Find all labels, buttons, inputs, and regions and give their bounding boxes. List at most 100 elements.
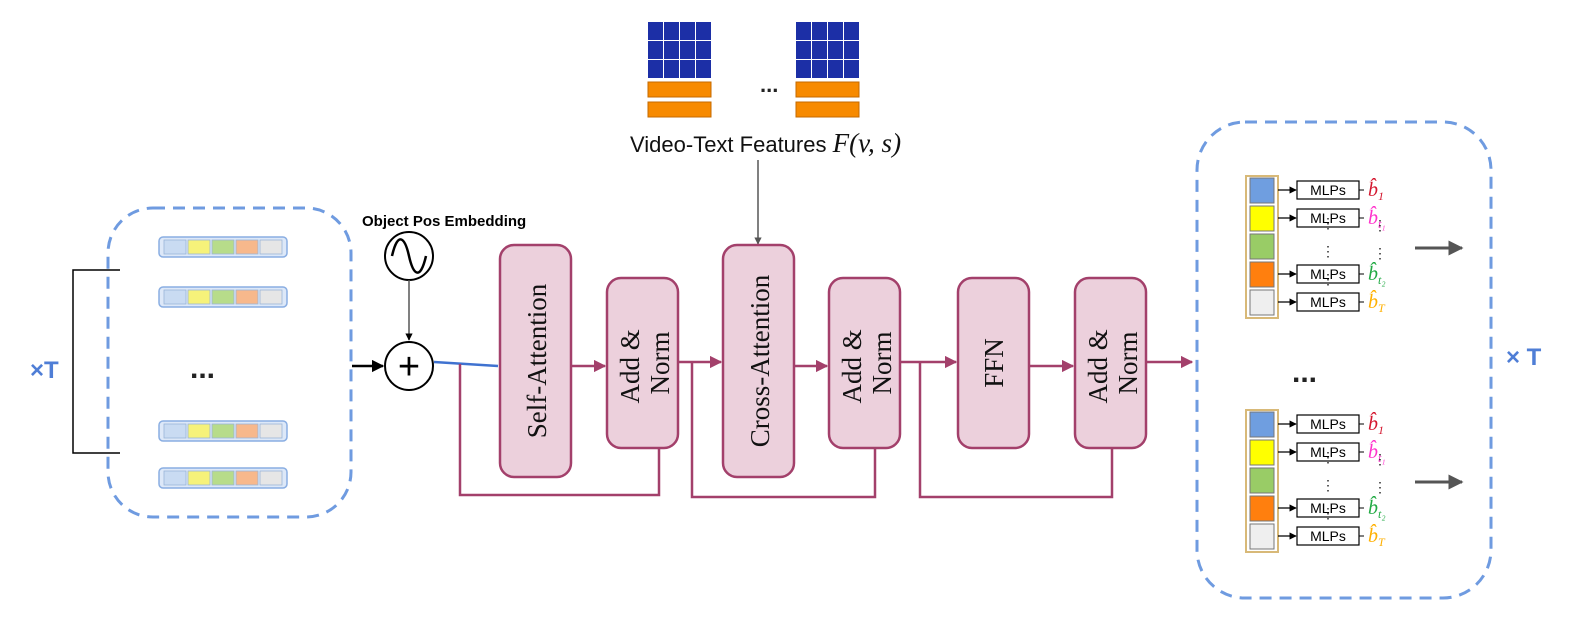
box-prediction-label: b̂T bbox=[1368, 523, 1386, 549]
ffn-block[interactable] bbox=[956, 276, 1031, 450]
query-token bbox=[259, 289, 283, 305]
query-token bbox=[211, 423, 235, 439]
mlp-label: MLPs bbox=[1310, 416, 1346, 432]
query-token bbox=[235, 470, 259, 486]
cross-attention-label: Cross-Attention bbox=[745, 274, 775, 447]
vertical-dots: ⋮ bbox=[1321, 505, 1335, 521]
query-token bbox=[163, 289, 187, 305]
self-attention-block[interactable] bbox=[498, 243, 573, 479]
add-norm-2-label: Add & Norm bbox=[837, 323, 897, 404]
pos-embedding-group: Object Pos Embedding + bbox=[352, 213, 526, 391]
add-norm-1-line1: Add & bbox=[615, 329, 645, 403]
output-token bbox=[1249, 495, 1275, 522]
text-feature-bar bbox=[647, 81, 712, 98]
query-token bbox=[163, 423, 187, 439]
mlp-label: MLPs bbox=[1310, 528, 1346, 544]
feature-grid bbox=[647, 22, 712, 118]
query-token bbox=[259, 423, 283, 439]
query-token bbox=[163, 239, 187, 255]
box-prediction-label: b̂T bbox=[1368, 289, 1386, 315]
input-repeat-label: ×T bbox=[30, 357, 59, 384]
output-token bbox=[1249, 233, 1275, 260]
output-token bbox=[1249, 467, 1275, 494]
output-ellipsis: ... bbox=[1292, 356, 1317, 389]
vertical-dots: ⋮ bbox=[1373, 217, 1387, 233]
mlp-label: MLPs bbox=[1310, 294, 1346, 310]
decoder-blocks: Self-Attention Add & Norm Cross-Attentio… bbox=[498, 243, 1148, 479]
vertical-dots: ⋮ bbox=[1321, 243, 1335, 259]
query-token bbox=[235, 423, 259, 439]
vertical-dots: ⋮ bbox=[1321, 477, 1335, 493]
box-prediction-label: b̂1 bbox=[1368, 411, 1384, 437]
features-label: Video-Text Features F(v, s) bbox=[630, 128, 901, 158]
pos-embedding-label: Object Pos Embedding bbox=[362, 213, 526, 230]
mlp-label: MLPs bbox=[1310, 266, 1346, 282]
feature-cell bbox=[664, 60, 679, 78]
input-dashed-frame bbox=[106, 206, 353, 519]
video-text-features-group: ... Video-Text Features F(v, s) bbox=[630, 22, 901, 245]
input-query-row bbox=[158, 420, 288, 442]
feature-cell bbox=[796, 22, 811, 40]
box-prediction-label: b̂t₂ bbox=[1368, 495, 1386, 521]
input-query-row bbox=[158, 286, 288, 308]
repeat-bracket bbox=[72, 269, 120, 454]
vertical-dots: ⋮ bbox=[1321, 271, 1335, 287]
add-norm-1-line2: Norm bbox=[645, 332, 675, 395]
text-feature-bar bbox=[795, 81, 860, 98]
feature-cell bbox=[648, 41, 663, 59]
cross-attention-block[interactable] bbox=[721, 243, 796, 479]
box-prediction-label: b̂t₁ bbox=[1368, 439, 1386, 465]
feature-grids bbox=[647, 22, 860, 118]
feature-cell bbox=[828, 41, 843, 59]
feature-cell bbox=[696, 60, 711, 78]
feature-cell bbox=[696, 41, 711, 59]
query-token bbox=[187, 289, 211, 305]
vertical-dots: ⋮ bbox=[1321, 449, 1335, 465]
mlp-label: MLPs bbox=[1310, 500, 1346, 516]
query-token bbox=[187, 423, 211, 439]
input-token-rows bbox=[158, 236, 288, 489]
residual-path-1 bbox=[458, 364, 661, 497]
vertical-dots: ⋮ bbox=[1373, 451, 1387, 467]
residual-path-3 bbox=[918, 362, 1114, 499]
feature-cell bbox=[796, 60, 811, 78]
feature-cell bbox=[648, 60, 663, 78]
sinusoid-wave-icon bbox=[390, 238, 428, 274]
add-norm-1-label: Add & Norm bbox=[615, 323, 675, 404]
feature-cell bbox=[828, 60, 843, 78]
feature-grid bbox=[795, 22, 860, 118]
vertical-dots: ⋮ bbox=[1373, 479, 1387, 495]
output-token bbox=[1249, 261, 1275, 288]
feature-cell bbox=[796, 41, 811, 59]
feature-cell bbox=[844, 22, 859, 40]
query-token bbox=[235, 289, 259, 305]
add-operator bbox=[384, 341, 434, 391]
feature-cell bbox=[812, 22, 827, 40]
query-token bbox=[259, 239, 283, 255]
add-norm-2-line2: Norm bbox=[867, 332, 897, 395]
output-repeat-label: × T bbox=[1506, 344, 1542, 371]
query-token bbox=[211, 239, 235, 255]
add-norm-3-label: Add & Norm bbox=[1083, 323, 1143, 404]
input-queries-group: ×T ... bbox=[30, 206, 353, 519]
feature-cell bbox=[664, 22, 679, 40]
mlp-label: MLPs bbox=[1310, 444, 1346, 460]
feature-cell bbox=[812, 41, 827, 59]
ffn-label: FFN bbox=[979, 338, 1009, 388]
query-token bbox=[211, 289, 235, 305]
feature-cell bbox=[680, 41, 695, 59]
vertical-dots: ⋮ bbox=[1373, 245, 1387, 261]
add-output-line bbox=[433, 360, 499, 368]
box-prediction-label: b̂1 bbox=[1368, 177, 1384, 203]
mlp-label: MLPs bbox=[1310, 210, 1346, 226]
query-token bbox=[211, 470, 235, 486]
feature-cell bbox=[664, 41, 679, 59]
query-token bbox=[235, 239, 259, 255]
add-norm-2-line1: Add & bbox=[837, 329, 867, 403]
box-prediction-label: b̂t₂ bbox=[1368, 261, 1386, 287]
feature-cell bbox=[648, 22, 663, 40]
input-query-row bbox=[158, 236, 288, 258]
token-column-frame bbox=[1245, 175, 1279, 319]
output-dashed-frame bbox=[1195, 120, 1493, 600]
